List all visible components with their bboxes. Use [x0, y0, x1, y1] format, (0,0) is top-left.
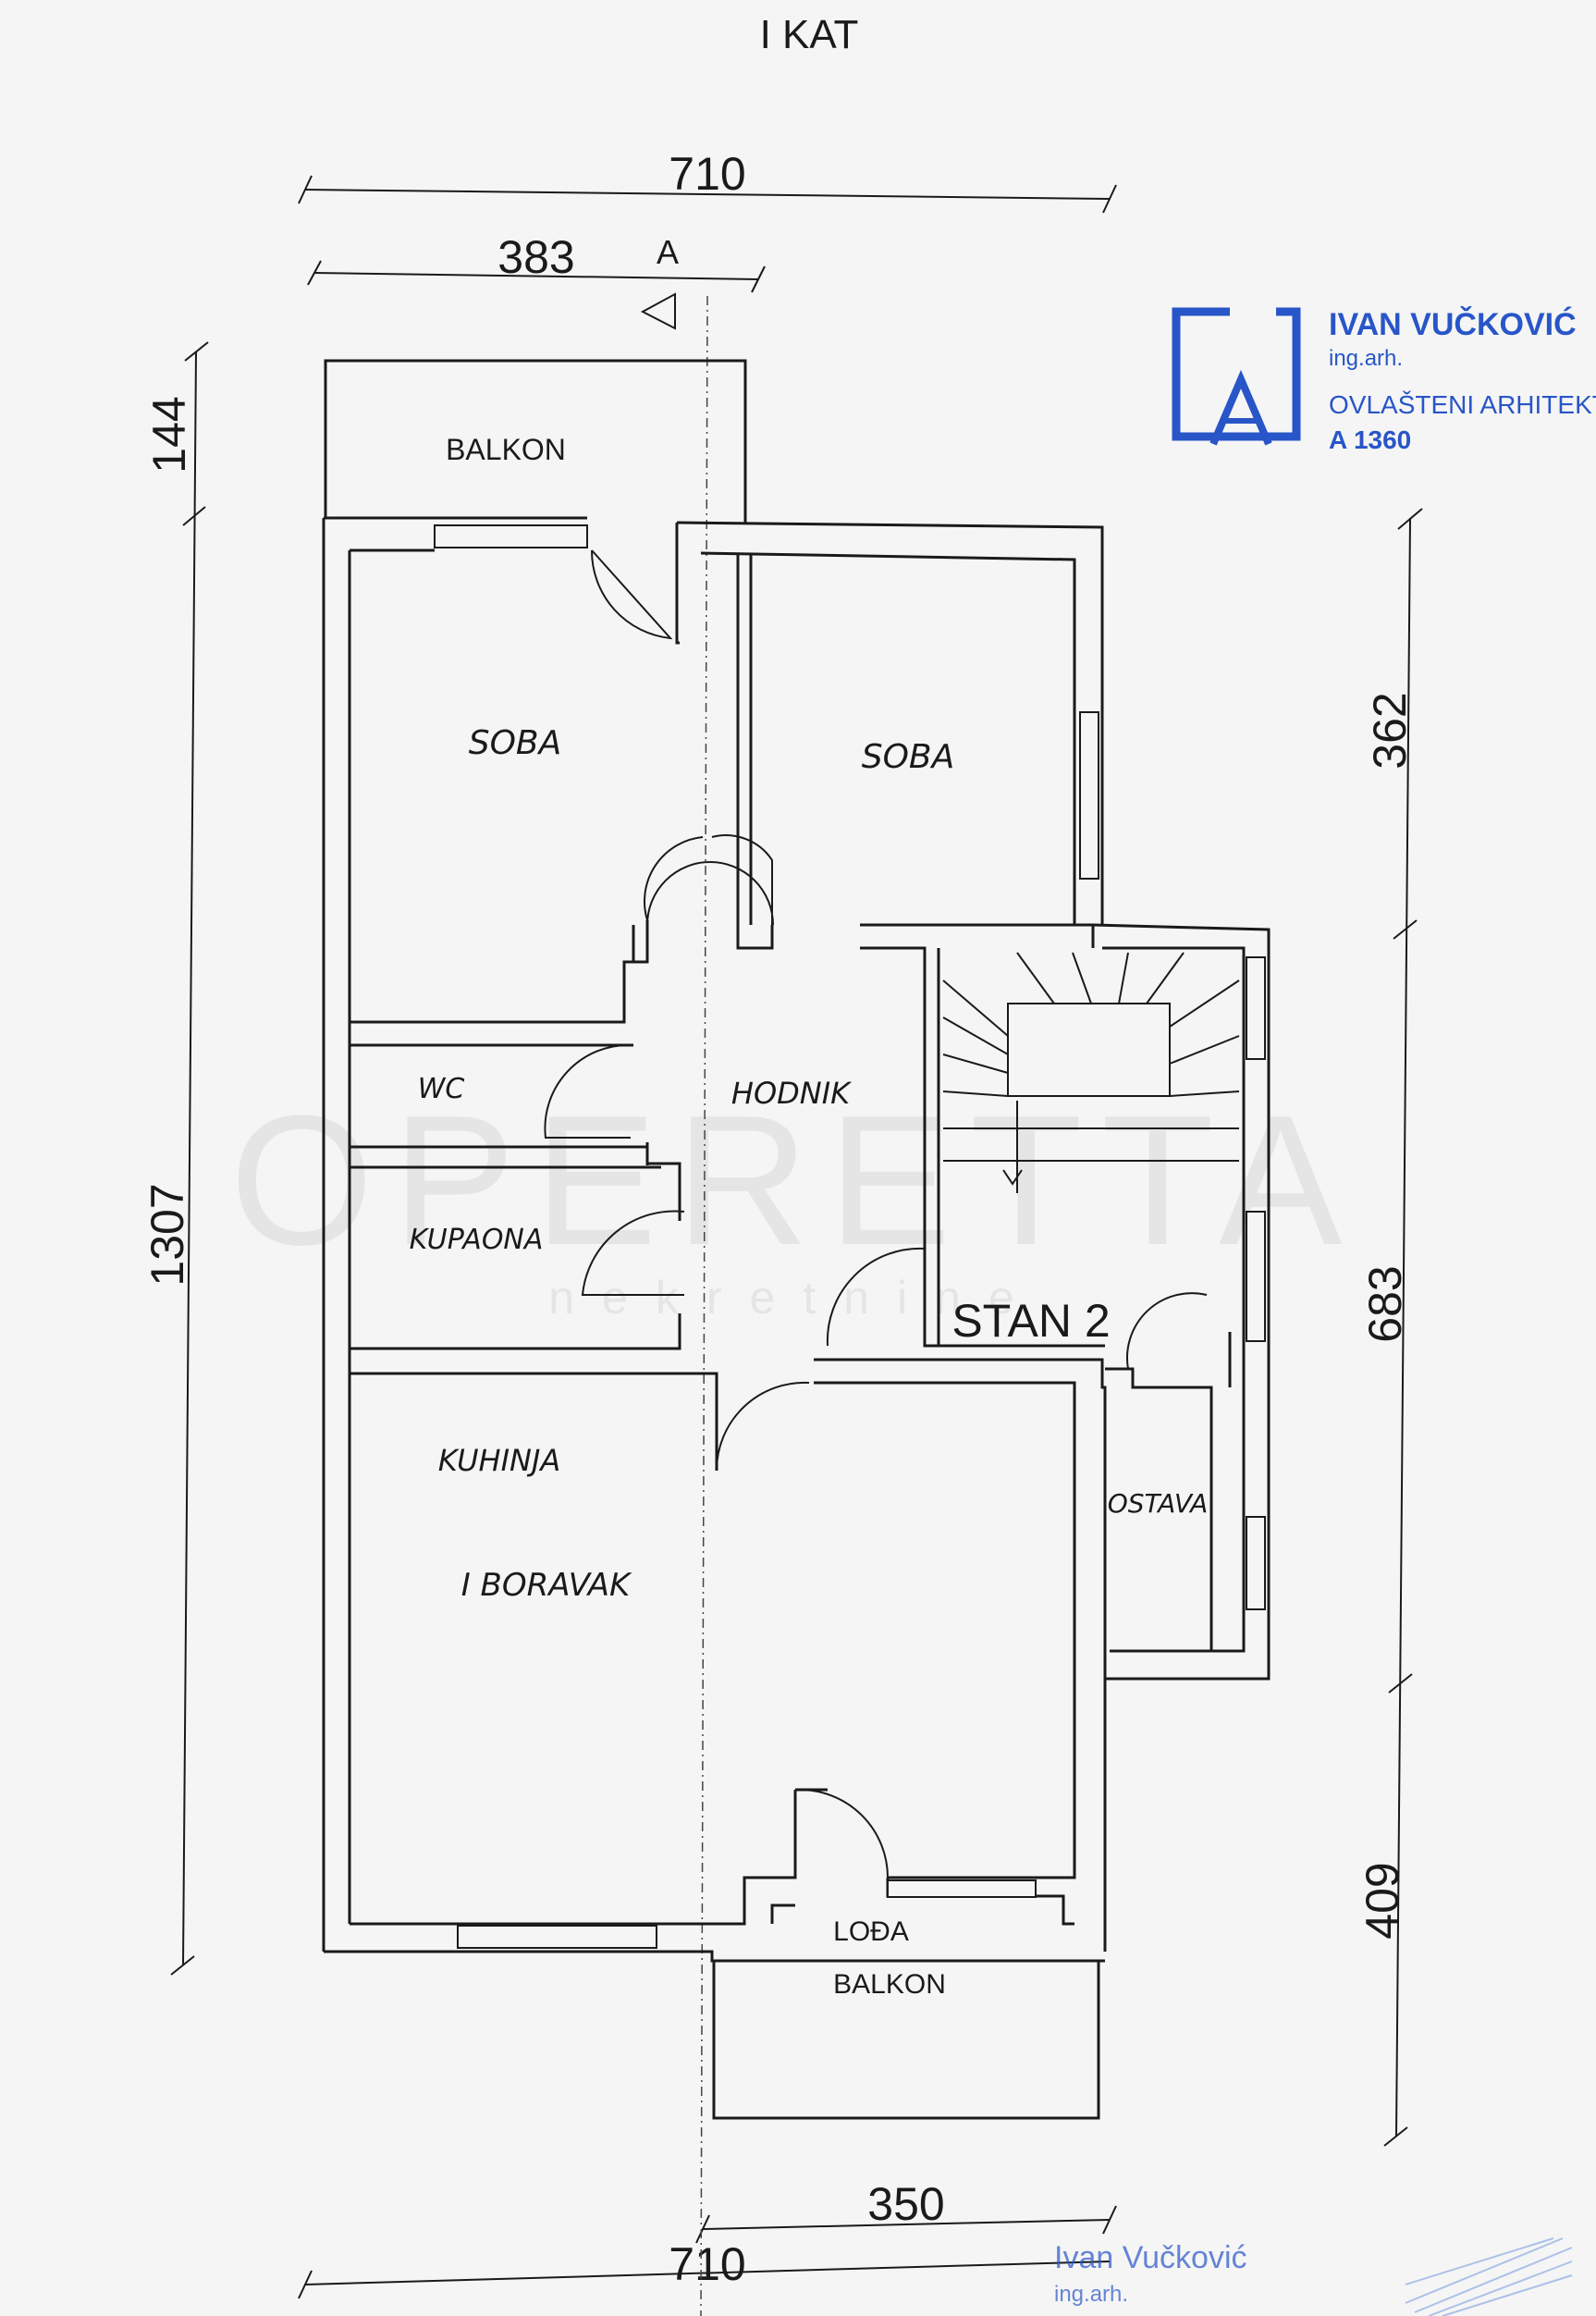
stamp-name: IVAN VUČKOVIĆ [1329, 306, 1577, 342]
dimension-label-top-total: 710 [669, 148, 745, 200]
room-label-hodnik: HODNIK [731, 1076, 853, 1111]
floor-title: I KAT [760, 12, 859, 57]
room-label-ostava: OSTAVA [1108, 1488, 1209, 1519]
dimension-label-right-middle: 683 [1359, 1265, 1411, 1342]
dimension-label-left-total: 1307 [141, 1183, 193, 1286]
dimension-label-bottom-partial: 350 [867, 2178, 944, 2230]
room-label-boravak: I BORAVAK [461, 1567, 632, 1604]
floor-plan-walls [322, 359, 1271, 2120]
staircase [942, 952, 1240, 1193]
dimension-left: 1307 144 [141, 341, 209, 1976]
room-label-kuhinja: KUHINJA [438, 1443, 561, 1478]
dimension-label-right-top: 362 [1364, 692, 1416, 769]
stamp-number: A 1360 [1329, 425, 1411, 454]
dimension-right: 362 683 409 [1357, 508, 1423, 2147]
signature: Ivan Vučković ing.arh. [1054, 2237, 1573, 2316]
architect-stamp: IVAN VUČKOVIĆ ing.arh. OVLAŠTENI ARHITEK… [1172, 296, 1596, 454]
dimension-bottom-partial: 350 [695, 2178, 1117, 2244]
dimension-top-partial: 383 [307, 231, 766, 293]
signature-title: ing.arh. [1054, 2282, 1128, 2307]
watermark-sub: nekretnine [548, 1272, 1042, 1324]
dimension-label-right-bottom: 409 [1357, 1862, 1408, 1939]
dimension-label-bottom-total: 710 [669, 2238, 745, 2290]
watermark-brand: OPERETTA [229, 1078, 1360, 1284]
stamp-logo [1172, 296, 1301, 446]
room-label-loda: LOĐA [833, 1916, 909, 1947]
dimension-top-total: 710 [298, 148, 1117, 214]
dimension-label-top-partial: 383 [497, 231, 574, 283]
room-label-balkon-top: BALKON [446, 433, 566, 466]
room-label-kupaona: KUPAONA [410, 1224, 544, 1256]
section-marker-label: A [657, 233, 679, 271]
signature-name: Ivan Vučković [1054, 2240, 1247, 2275]
stamp-role: OVLAŠTENI ARHITEKT [1329, 390, 1596, 419]
stamp-title: ing.arh. [1329, 346, 1403, 371]
doors [544, 549, 1208, 1879]
section-axis [700, 295, 708, 2316]
room-label-soba-right: SOBA [862, 738, 955, 776]
room-label-wc: WC [418, 1073, 465, 1105]
signature-scribble-icon [1405, 2237, 1573, 2316]
dimension-bottom-total: 710 [298, 2238, 1111, 2299]
room-label-balkon-bottom: BALKON [833, 1969, 946, 2000]
room-label-soba-left: SOBA [469, 724, 562, 762]
section-marker: A [640, 233, 679, 330]
room-label-stan: STAN 2 [951, 1295, 1110, 1347]
dimension-label-left-balcony: 144 [143, 396, 195, 473]
